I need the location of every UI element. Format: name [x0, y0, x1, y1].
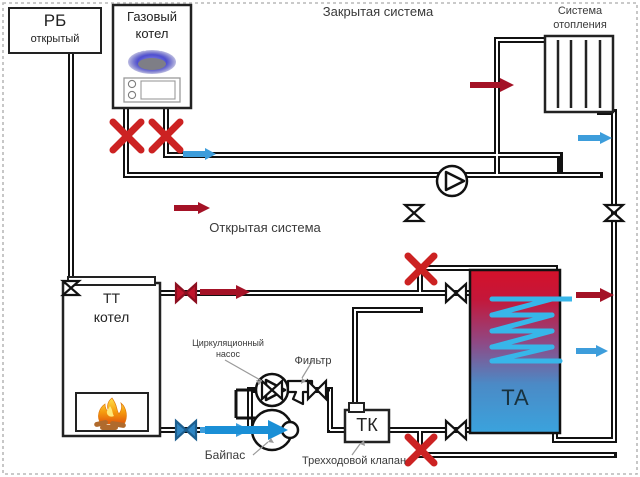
- heat-accumulator: [468, 268, 572, 435]
- valve-closed-icon: [148, 118, 184, 154]
- radiator: [543, 34, 615, 114]
- closed-system-title: Закрытая система: [322, 4, 434, 19]
- valve-closed-icon: [404, 252, 438, 286]
- three-way-valve-annotation: Трехходовой клапан: [301, 455, 407, 467]
- solid-fuel-boiler: [61, 276, 162, 438]
- tt-boiler-label-line1: ТТ: [102, 290, 121, 306]
- valve-open-icon: [306, 378, 328, 402]
- boiler-control-panel: [123, 77, 181, 103]
- valve-closed-group: [109, 118, 438, 467]
- expansion-tank: [8, 7, 102, 54]
- valve-closed-icon: [404, 433, 438, 467]
- annotation-leader-heads: [256, 378, 365, 446]
- valve-open-icon: [174, 418, 198, 442]
- hot-flow-arrow-icon: [174, 78, 614, 302]
- expansion-tank-name: РБ: [43, 11, 67, 30]
- gas-burner-icon: [128, 43, 176, 74]
- bypass-annotation: Байпас: [204, 448, 246, 462]
- radiator-label-line2: отопления: [553, 19, 607, 31]
- valve-open-icon: [174, 281, 198, 305]
- bypass-flow-arrow-icon: [205, 420, 288, 440]
- heat-exchanger-coil-icon: [489, 296, 563, 364]
- gas-boiler-label-line2: котел: [135, 26, 169, 41]
- valve-closed-icon: [109, 118, 145, 154]
- flame-icon: [94, 397, 127, 430]
- valve-open-icon: [260, 378, 284, 402]
- valve-open-icon: [402, 203, 426, 223]
- valve-open-group: [60, 203, 626, 442]
- heat-accumulator-label: ТА: [501, 385, 529, 410]
- pump-icon-upper: [435, 164, 469, 198]
- circulation-pump-annotation-line2: насос: [215, 349, 241, 359]
- valve-open-icon: [60, 279, 82, 297]
- valve-open-icon: [602, 203, 626, 223]
- circulation-pump-annotation-line1: Циркуляционный: [192, 338, 264, 348]
- valve-open-icon: [444, 418, 468, 442]
- flow-arrows: [174, 78, 614, 440]
- open-system-title: Открытая система: [209, 220, 321, 235]
- annotation-leaders: [224, 359, 361, 456]
- gas-boiler: [111, 3, 193, 110]
- tk-box-label: ТК: [356, 415, 378, 435]
- expansion-tank-sublabel: открытый: [30, 33, 80, 45]
- three-way-valve-box: [343, 402, 391, 444]
- expansion-tank-label: РБ: [9, 11, 101, 31]
- valve-open-icon: [444, 281, 468, 305]
- filter-annotation: Фильтр: [294, 355, 332, 367]
- radiator-label-line1: Система: [557, 5, 603, 17]
- gas-boiler-label-line1: Газовый: [127, 9, 177, 24]
- tt-boiler-label-line2: котел: [93, 309, 130, 325]
